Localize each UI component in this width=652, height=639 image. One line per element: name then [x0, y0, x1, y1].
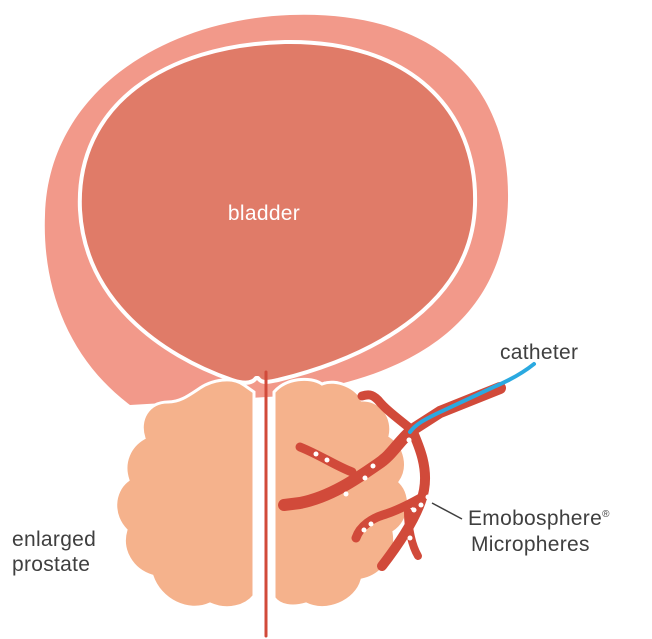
microspheres-leader-line — [432, 503, 462, 519]
microsphere — [419, 503, 424, 508]
prostate-left-lobe — [116, 380, 254, 608]
microsphere — [408, 536, 413, 541]
catheter-label: catheter — [500, 341, 578, 364]
registered-mark: ® — [602, 509, 610, 520]
microsphere — [344, 492, 349, 497]
microsphere — [426, 495, 431, 500]
microspheres-label-line1: Emobosphere® — [468, 507, 610, 530]
microsphere — [371, 464, 376, 469]
microsphere — [407, 438, 412, 443]
microsphere — [406, 448, 411, 453]
microspheres-label-line2: Micropheres — [471, 533, 590, 556]
microsphere — [369, 522, 374, 527]
microspheres-label-name: Emobosphere — [468, 507, 602, 530]
microsphere — [314, 452, 319, 457]
enlarged-prostate-label-line2: prostate — [12, 553, 90, 576]
microsphere — [363, 476, 368, 481]
microsphere — [362, 528, 367, 533]
enlarged-prostate-label-line1: enlarged — [12, 528, 96, 551]
microsphere — [325, 458, 330, 463]
microsphere — [412, 508, 417, 513]
bladder-label: bladder — [228, 202, 300, 225]
